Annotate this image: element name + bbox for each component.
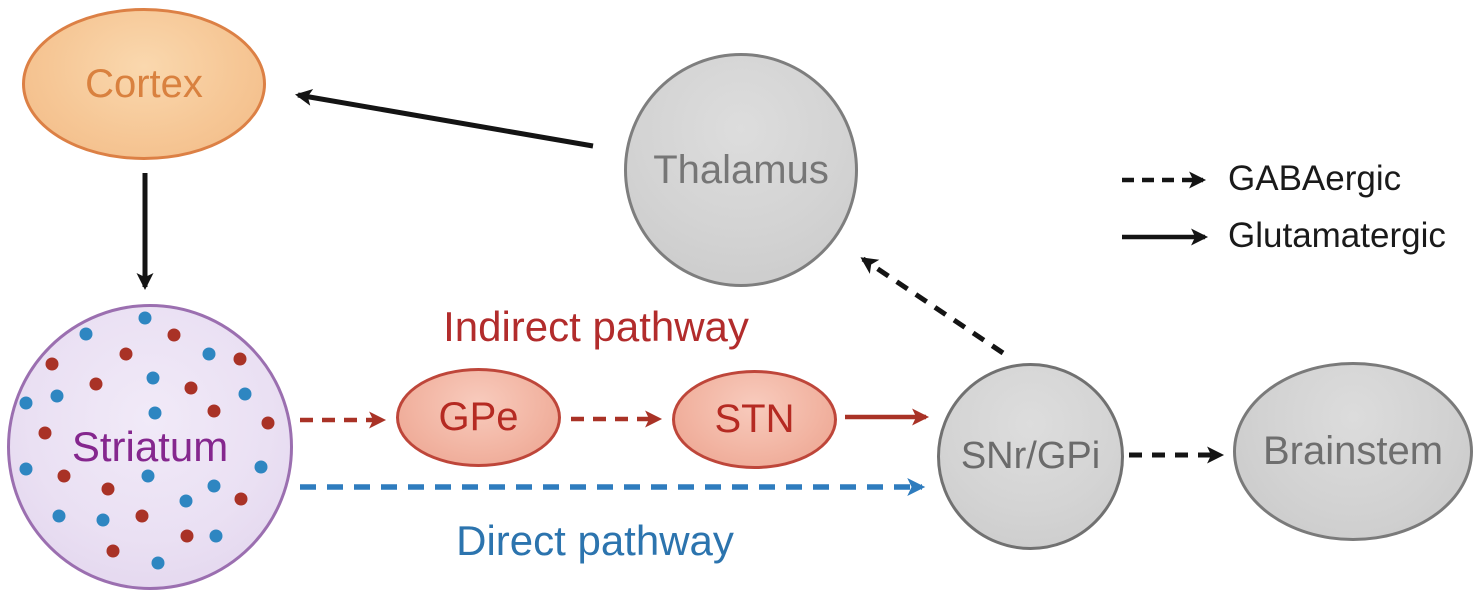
striatum-red-dot — [207, 404, 221, 418]
striatum-red-dot — [57, 469, 71, 483]
node-cortex: Cortex — [22, 8, 266, 160]
striatum-red-dot — [106, 544, 120, 558]
striatum-red-dot — [184, 381, 198, 395]
striatum-blue-dot — [52, 509, 66, 523]
node-gpe-label: GPe — [438, 395, 519, 439]
striatum-blue-dot — [50, 389, 64, 403]
striatum-red-dot — [233, 352, 247, 366]
striatum-neuron-dots — [10, 307, 290, 587]
striatum-red-dot — [261, 416, 275, 430]
legend-gabaergic-label: GABAergic — [1228, 159, 1402, 198]
striatum-blue-dot — [179, 494, 193, 508]
node-brainstem-label: Brainstem — [1262, 429, 1444, 473]
striatum-blue-dot — [96, 513, 110, 527]
striatum-blue-dot — [19, 462, 33, 476]
direct-pathway-label: Direct pathway — [456, 517, 734, 564]
striatum-red-dot — [234, 492, 248, 506]
striatum-red-dot — [45, 357, 59, 371]
node-thalamus: Thalamus — [624, 53, 858, 287]
striatum-blue-dot — [238, 387, 252, 401]
node-stn-label: STN — [714, 397, 795, 441]
node-brainstem: Brainstem — [1233, 362, 1473, 541]
striatum-red-dot — [101, 482, 115, 496]
striatum-blue-dot — [209, 529, 223, 543]
node-cortex-label: Cortex — [85, 61, 203, 106]
legend-glutamatergic-label: Glutamatergic — [1228, 216, 1446, 255]
striatum-red-dot — [180, 529, 194, 543]
node-thalamus-label: Thalamus — [653, 147, 829, 192]
striatum-blue-dot — [148, 406, 162, 420]
node-stn: STN — [672, 370, 837, 469]
striatum-blue-dot — [151, 556, 165, 570]
striatum-blue-dot — [146, 371, 160, 385]
striatum-blue-dot — [202, 347, 216, 361]
striatum-blue-dot — [19, 396, 33, 410]
striatum-red-dot — [89, 377, 103, 391]
striatum-blue-dot — [138, 311, 152, 325]
striatum-red-dot — [38, 426, 52, 440]
node-gpe: GPe — [396, 368, 561, 467]
striatum-red-dot — [119, 347, 133, 361]
indirect-pathway-label: Indirect pathway — [443, 303, 749, 350]
edge-snrgpi-to-thalamus — [860, 256, 1005, 356]
striatum-blue-dot — [79, 327, 93, 341]
striatum-red-dot — [167, 328, 181, 342]
node-snr-gpi-label: SNr/GPi — [960, 435, 1101, 477]
striatum-blue-dot — [254, 460, 268, 474]
node-striatum-label: Striatum — [71, 423, 229, 470]
striatum-red-dot — [135, 509, 149, 523]
striatum-blue-dot — [207, 479, 221, 493]
edge-thalamus-to-cortex — [294, 88, 594, 149]
striatum-blue-dot — [141, 469, 155, 483]
node-snr-gpi: SNr/GPi — [937, 363, 1124, 550]
node-striatum: Striatum — [7, 304, 293, 590]
